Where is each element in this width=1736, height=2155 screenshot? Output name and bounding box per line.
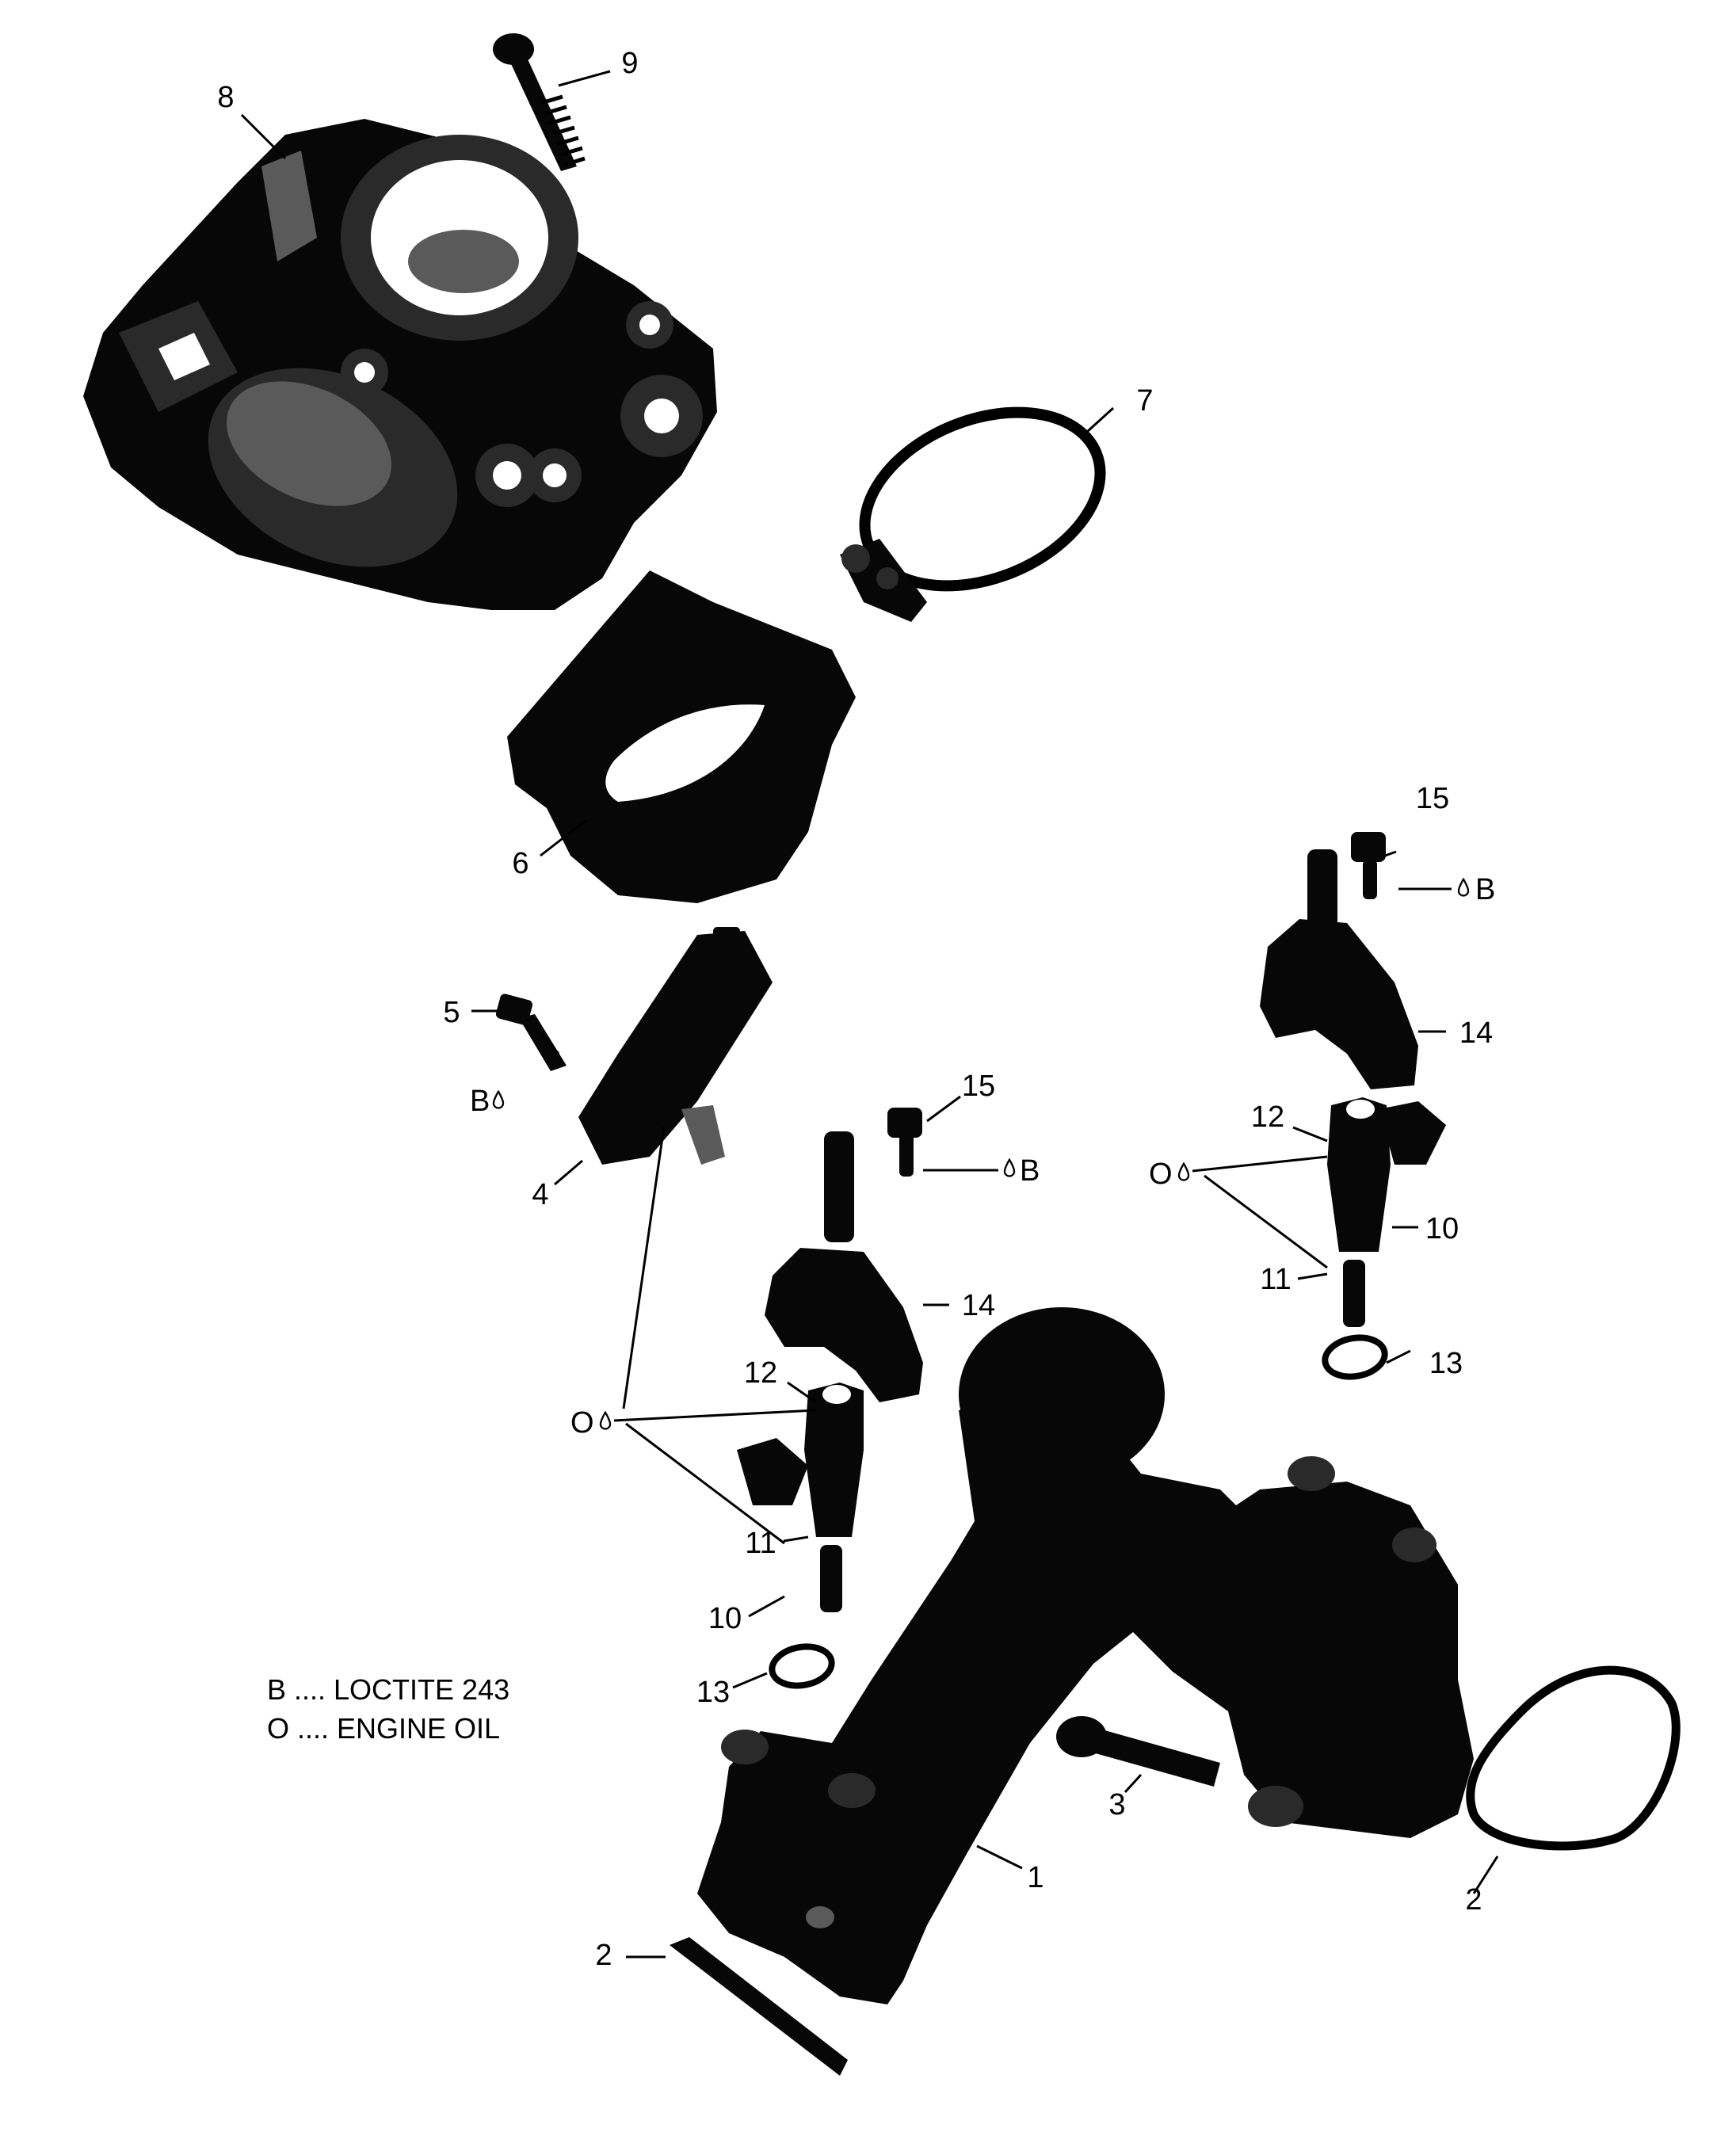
symbol-b-upper: B [1475, 873, 1495, 906]
leader-lines [240, 70, 1499, 1959]
o-ring-right [1322, 1334, 1388, 1380]
legend: B .... LOCTITE 243 O .... ENGINE OIL [267, 1673, 509, 1745]
callout-15-lower: 15 [962, 1070, 995, 1103]
drop-icon [1177, 1162, 1190, 1181]
callout-8: 8 [217, 81, 234, 114]
callout-10-right: 10 [1425, 1212, 1459, 1245]
fuel-injector-right [1327, 1097, 1446, 1327]
legend-engine-oil: O .... ENGINE OIL [267, 1712, 500, 1745]
drop-icon [1457, 878, 1470, 897]
callout-numbers: 1 2 2 3 4 5 6 7 8 9 10 10 11 11 12 12 13… [217, 47, 1493, 1972]
callout-10-left: 10 [708, 1602, 742, 1635]
throttle-body-bolt [493, 33, 586, 171]
manifold-bolt [1056, 1716, 1220, 1787]
symbol-o-right: O [1149, 1158, 1173, 1191]
map-sensor [578, 927, 773, 1165]
fuel-rail-bolt-lower [887, 1108, 922, 1177]
sensor-bolt [495, 994, 567, 1071]
symbol-b-middle: B [1020, 1154, 1040, 1188]
fuel-rail-bolt-upper [1351, 832, 1386, 899]
o-ring-left [769, 1643, 835, 1689]
callout-4: 4 [532, 1178, 548, 1211]
callout-13-left: 13 [696, 1676, 730, 1709]
callout-6: 6 [512, 847, 528, 880]
symbol-o-left: O [570, 1406, 594, 1440]
callout-15-upper: 15 [1416, 782, 1449, 815]
intake-adapter [507, 570, 856, 903]
callout-12-right: 12 [1251, 1100, 1284, 1134]
callout-14-upper: 14 [1459, 1016, 1493, 1050]
symbol-b-sensor: B [470, 1085, 490, 1118]
callout-5: 5 [443, 996, 460, 1029]
throttle-body [83, 119, 717, 610]
callout-2-right: 2 [1465, 1883, 1482, 1917]
callout-7: 7 [1136, 384, 1153, 418]
manifold-gasket-small [670, 1937, 848, 2076]
drop-icon [599, 1411, 612, 1430]
callout-1: 1 [1027, 1861, 1044, 1894]
fuel-injector-left [737, 1383, 864, 1612]
hose-clamp [840, 406, 1106, 622]
drop-icon [1003, 1158, 1016, 1177]
callout-11-right: 11 [1260, 1263, 1291, 1296]
fuel-rail-upper [1260, 849, 1418, 1089]
callout-9: 9 [621, 47, 638, 80]
callout-14-lower: 14 [962, 1289, 995, 1322]
callout-12-left: 12 [744, 1356, 777, 1390]
application-symbols: B B B O O [470, 873, 1495, 1440]
fuel-rail-lower [765, 1131, 923, 1402]
callout-11-left: 11 [745, 1527, 776, 1560]
callout-2-left: 2 [595, 1939, 612, 1972]
drop-icon [492, 1090, 505, 1109]
legend-loctite: B .... LOCTITE 243 [267, 1673, 509, 1706]
intake-manifold [697, 1307, 1474, 2004]
manifold-gasket-large [1466, 1665, 1681, 1851]
callout-3: 3 [1108, 1788, 1125, 1821]
callout-13-right: 13 [1429, 1347, 1463, 1380]
